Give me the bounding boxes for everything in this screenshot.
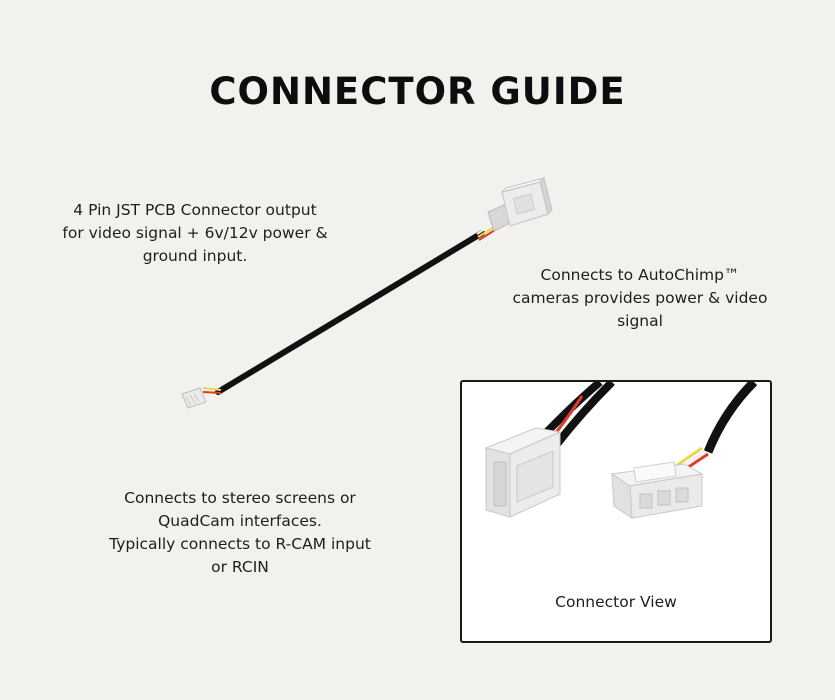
caption-line: Typically connects to R-CAM input [109,535,371,553]
caption-line: Connects to AutoChimp™ [540,266,740,284]
connector-view-panel: Connector View [460,380,772,643]
wires-top [476,223,496,241]
caption-stereo-connector: Connects to stereo screens or QuadCam in… [90,487,390,579]
wires-bottom [202,384,222,394]
caption-jst-connector: 4 Pin JST PCB Connector output for video… [50,199,340,268]
caption-line: for video signal + 6v/12v power & [62,224,328,242]
male-housing-icon [484,427,562,518]
connector-view-label: Connector View [555,593,677,611]
caption-line: ground input. [142,247,248,265]
female-housing-icon [610,461,704,519]
connector-view-illustration [484,382,758,519]
cable-body [215,230,485,395]
caption-line: signal [617,312,663,330]
caption-line: or RCIN [211,558,269,576]
caption-autochimp-connector: Connects to AutoChimp™ cameras provides … [500,264,780,333]
caption-line: cameras provides power & video [512,289,768,307]
caption-line: 4 Pin JST PCB Connector output [73,201,317,219]
large-plug-icon [487,177,553,232]
caption-line: Connects to stereo screens or [124,489,356,507]
page-title: CONNECTOR GUIDE [209,70,626,113]
right-cable [675,382,758,472]
caption-line: QuadCam interfaces. [158,512,322,530]
jst-plug-icon [181,387,207,409]
